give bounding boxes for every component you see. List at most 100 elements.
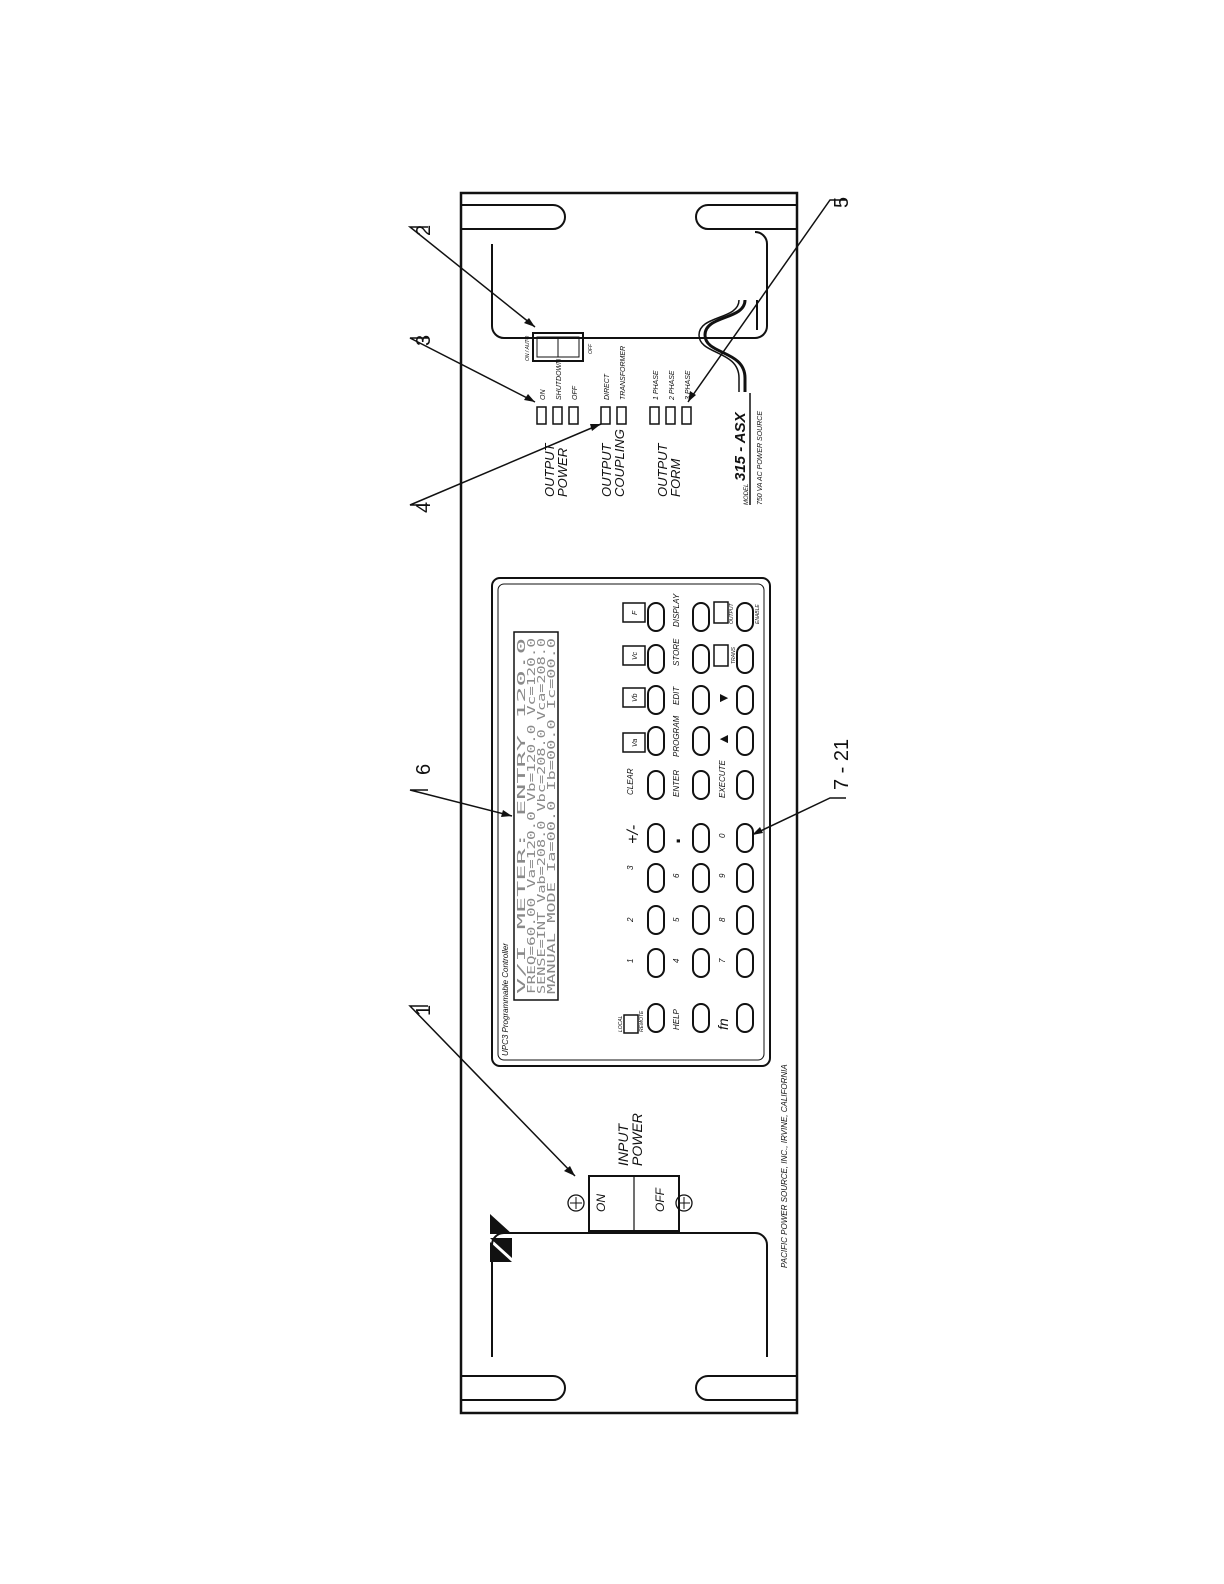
key-label-vb: Vb <box>632 693 639 702</box>
key-va-button[interactable] <box>647 726 665 756</box>
key-local-remote-button[interactable] <box>647 1003 665 1033</box>
panel-screw-left <box>567 1194 585 1212</box>
lcd-display <box>513 631 559 1001</box>
key-label-4: 4 <box>672 958 681 963</box>
output-breaker-switch[interactable]: ON / AUTO OFF <box>525 332 594 362</box>
key-fn-button[interactable] <box>736 1003 754 1033</box>
callout-label-5: 5 <box>831 197 853 208</box>
key-output-enable-button[interactable] <box>736 602 754 632</box>
output-form-3-phase-led <box>681 406 692 425</box>
output-power-on-led <box>536 406 547 425</box>
lcd-line-2: FREQ=60.00 Va=120.0 Vb=120.0 Vc=120.0 <box>526 638 538 994</box>
key-9-button[interactable] <box>736 863 754 893</box>
va-indicator <box>622 732 646 753</box>
output-form-3-phase-label: 3 PHASE <box>685 370 692 400</box>
vb-indicator <box>622 687 646 708</box>
key-5-button[interactable] <box>692 905 710 935</box>
key-3-button[interactable] <box>647 863 665 893</box>
key-label-2: 2 <box>626 917 635 923</box>
output-power-shutdown-led <box>552 406 563 425</box>
controller-title: UPC3 Programmable Controller <box>501 943 510 1056</box>
key-enter-button[interactable] <box>692 770 710 800</box>
callout-label-6: 6 <box>413 764 435 775</box>
key-label-enable: ENABLE <box>755 604 761 624</box>
handle-top <box>491 231 768 339</box>
key-label-help: HELP <box>672 1008 681 1030</box>
model-subtitle: 750 VA AC POWER SOURCE <box>757 411 764 505</box>
key-key-2-7-button[interactable] <box>736 685 754 715</box>
key-label-plus-minus: +/- <box>625 825 642 844</box>
key-6-button[interactable] <box>692 863 710 893</box>
panel-border <box>459 191 799 1415</box>
key-edit-button[interactable] <box>692 685 710 715</box>
sine-wave-logo <box>703 299 747 392</box>
key-trans-button[interactable] <box>736 644 754 674</box>
callout-7-21: 7 - 21 <box>751 739 853 836</box>
key-8-button[interactable] <box>736 905 754 935</box>
key-7-button[interactable] <box>736 948 754 978</box>
key-display-button[interactable] <box>692 602 710 632</box>
output-coupling-direct-led <box>600 406 611 425</box>
panel-screw-right <box>675 1194 693 1212</box>
callout-label-4: 4 <box>413 502 435 513</box>
key-label-0: 0 <box>718 833 727 838</box>
key-key-1-4-button[interactable] <box>692 823 710 853</box>
output-breaker-body[interactable] <box>532 332 584 362</box>
model-branding: MODEL 315 - ASX 750 VA AC POWER SOURCE <box>698 299 764 505</box>
key-label-8: 8 <box>718 917 727 922</box>
key-label-display: DISPLAY <box>672 593 681 627</box>
key-label-9: 9 <box>718 873 727 878</box>
f-indicator <box>622 602 646 623</box>
controller-frame <box>491 577 771 1067</box>
key-label-down: ▼ <box>715 691 731 705</box>
callout-4: 4 <box>409 423 602 513</box>
keypad-buttons <box>647 602 754 1033</box>
input-power-switch[interactable]: ON OFF <box>588 1175 680 1232</box>
key-store-button[interactable] <box>692 644 710 674</box>
output-power-label-line2: POWER <box>555 448 570 497</box>
local-remote-led <box>623 1014 639 1034</box>
breaker-off-label: OFF <box>588 343 594 354</box>
output-power-off-led <box>568 406 579 425</box>
key-0-button[interactable] <box>736 823 754 853</box>
key-label-store: STORE <box>672 638 681 666</box>
key-clear-button[interactable] <box>647 770 665 800</box>
output-power-shutdown-label: SHUTDOWN <box>556 358 563 400</box>
key-label-edit: EDIT <box>672 686 681 705</box>
key-vc-button[interactable] <box>647 644 665 674</box>
callout-3: 3 <box>409 335 536 403</box>
controller-inner-frame <box>497 583 765 1061</box>
output-coupling-transformer-label: TRANSFORMER <box>620 346 627 400</box>
key-label-enter: ENTER <box>672 770 681 797</box>
trans-indicator-led <box>713 644 729 667</box>
key-label-decimal: · <box>666 837 691 844</box>
key-1-button[interactable] <box>647 948 665 978</box>
mount-slot-bottom-right <box>695 1375 797 1401</box>
key-label-local: LOCAL <box>618 1015 624 1032</box>
key-label-5: 5 <box>672 917 681 922</box>
vc-indicator <box>622 645 646 666</box>
key-4-button[interactable] <box>692 948 710 978</box>
key-program-button[interactable] <box>692 726 710 756</box>
key-label-7: 7 <box>718 958 727 963</box>
output-coupling-group: OUTPUT COUPLING DIRECT TRANSFORMER <box>599 346 627 497</box>
input-power-label-line2: POWER <box>629 1113 645 1166</box>
key-f-button[interactable] <box>647 602 665 632</box>
model-prefix: MODEL <box>744 484 750 505</box>
key-2-button[interactable] <box>647 905 665 935</box>
key-execute-button[interactable] <box>736 770 754 800</box>
key-label-6: 6 <box>672 873 681 878</box>
key-label-execute: EXECUTE <box>718 760 727 798</box>
key-key-2-6-button[interactable] <box>736 726 754 756</box>
input-power-on-label: ON <box>594 1194 608 1212</box>
key-vb-button[interactable] <box>647 685 665 715</box>
output-coupling-transformer-led <box>616 406 627 425</box>
key-key-0-4-button[interactable] <box>647 823 665 853</box>
output-coupling-label-line2: COUPLING <box>612 429 627 497</box>
model-number: 315 - ASX <box>732 411 749 481</box>
output-coupling-direct-label: DIRECT <box>604 373 611 400</box>
output-form-2-phase-led <box>665 406 676 425</box>
brand-logo <box>490 1214 512 1262</box>
key-help-button[interactable] <box>692 1003 710 1033</box>
